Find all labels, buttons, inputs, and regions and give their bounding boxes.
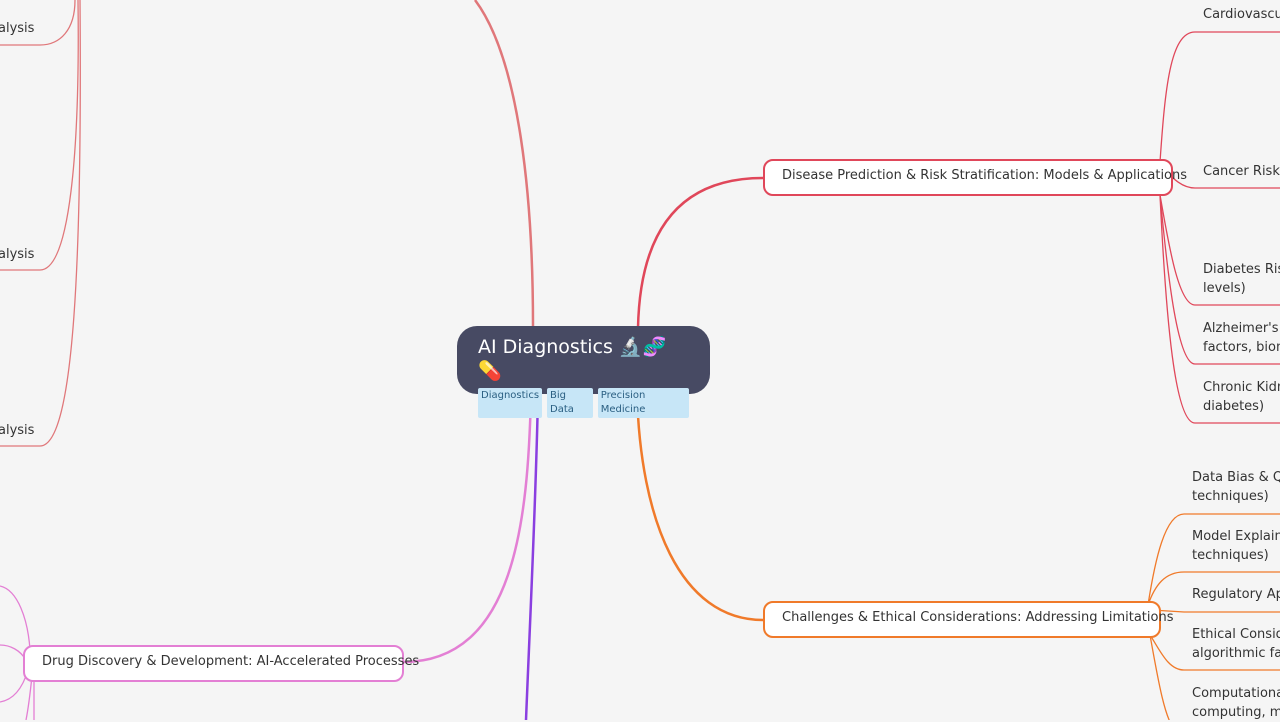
branch-disease-prediction[interactable]: Disease Prediction & Risk Stratification… bbox=[763, 159, 1187, 196]
connector-leaf-left-2 bbox=[0, 0, 79, 271]
connector-leaf-alzheimers bbox=[1159, 194, 1280, 365]
connector-leaf-diabetes bbox=[1159, 194, 1280, 306]
connector-drug-discovery bbox=[402, 393, 533, 664]
connector-leaf-left-3 bbox=[0, 0, 81, 447]
tag-precision-medicine[interactable]: Precision Medicine bbox=[597, 388, 689, 418]
tag-big-data[interactable]: Big Data bbox=[547, 388, 593, 418]
root-title: AI Diagnostics 🔬🧬💊 bbox=[478, 336, 667, 382]
root-node[interactable]: AI Diagnostics 🔬🧬💊 Diagnostics Big Data … bbox=[457, 326, 710, 418]
leaf-computational[interactable]: Computational computing, mo bbox=[1192, 686, 1280, 720]
leaf-left-partial-2[interactable]: alysis bbox=[0, 247, 35, 262]
leaf-ethical[interactable]: Ethical Conside algorithmic fai bbox=[1192, 627, 1280, 661]
branch-disease-prediction-label: Disease Prediction & Risk Stratification… bbox=[782, 168, 1188, 183]
tag-diagnostics[interactable]: Diagnostics bbox=[478, 388, 543, 418]
leaf-diabetes-risk[interactable]: Diabetes Risk levels) bbox=[1203, 262, 1280, 296]
connector-leaf-computational bbox=[1149, 634, 1170, 720]
connector-leaf-data-bias bbox=[1147, 513, 1280, 606]
connector-leaf-ethical bbox=[1149, 634, 1280, 671]
root-tags: Diagnostics Big Data Precision Medicine bbox=[478, 388, 689, 418]
leaf-alzheimers[interactable]: Alzheimer's D factors, biom bbox=[1203, 321, 1280, 355]
leaf-regulatory[interactable]: Regulatory App bbox=[1192, 587, 1280, 602]
leaf-cardiovascular[interactable]: Cardiovascul bbox=[1203, 7, 1280, 22]
connector-leaf-drug-4 bbox=[25, 675, 33, 720]
connector-leaf-ckd bbox=[1159, 194, 1280, 424]
connector-leaf-drug-1 bbox=[0, 585, 31, 651]
leaf-left-partial-3[interactable]: alysis bbox=[0, 423, 35, 438]
branch-challenges-label: Challenges & Ethical Considerations: Add… bbox=[782, 610, 1174, 625]
connector-leaf-explainability bbox=[1147, 571, 1280, 606]
connector-challenges bbox=[635, 391, 764, 622]
leaf-data-bias[interactable]: Data Bias & Qu techniques) bbox=[1192, 470, 1280, 504]
connector-top-left bbox=[473, 0, 535, 327]
leaf-model-explainability[interactable]: Model Explaina techniques) bbox=[1192, 529, 1280, 563]
connector-leaf-regulatory bbox=[1151, 609, 1280, 613]
branch-challenges[interactable]: Challenges & Ethical Considerations: Add… bbox=[763, 601, 1173, 638]
branch-drug-discovery[interactable]: Drug Discovery & Development: AI-Acceler… bbox=[23, 645, 419, 682]
connector-leaf-left-1 bbox=[0, 0, 76, 46]
connector-purple bbox=[524, 393, 540, 720]
leaf-cancer-risk[interactable]: Cancer Risk A bbox=[1203, 164, 1280, 179]
branch-drug-discovery-label: Drug Discovery & Development: AI-Acceler… bbox=[42, 654, 420, 669]
connector-leaf-cardio bbox=[1159, 31, 1280, 163]
leaf-left-partial-1[interactable]: alysis bbox=[0, 21, 35, 36]
leaf-chronic-kidney[interactable]: Chronic Kidn diabetes) bbox=[1203, 380, 1280, 414]
connector-disease-prediction bbox=[636, 176, 764, 329]
